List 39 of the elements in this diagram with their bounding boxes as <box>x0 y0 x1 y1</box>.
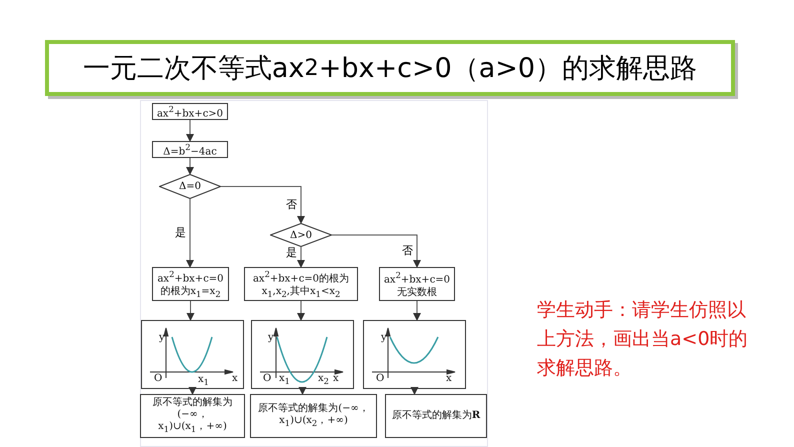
process-box: 原不等式的解集为R <box>385 394 487 438</box>
axis-label: x$_{1}$ <box>279 373 290 387</box>
edge-label: 是 <box>175 227 186 239</box>
arrow <box>298 387 306 395</box>
arrow <box>186 300 194 321</box>
axis-label: x <box>446 373 452 384</box>
arrow <box>297 246 305 268</box>
process-box: ax$^{2}$+bx+c=0的根为x$_{1}$,x$_{2}$,其中x$_{1}$<x$_{2}$ <box>244 267 358 301</box>
axis-label: x <box>232 373 238 384</box>
process-box: ax$^{2}$+bx+c=0无实数根 <box>379 267 455 301</box>
arrow <box>332 234 421 268</box>
arrow <box>186 158 194 175</box>
decision-diamond: Δ=0 <box>159 174 221 199</box>
axis-label: O <box>376 373 384 384</box>
decision-diamond: Δ>0 <box>270 223 332 247</box>
arrow <box>186 198 194 268</box>
process-box: 原不等式的解集为(−∞，x$_{1}$)∪(x$_{1}$，+∞) <box>140 394 245 438</box>
arrow <box>410 387 418 395</box>
arrow <box>188 387 196 395</box>
axis-label: y <box>381 332 387 343</box>
axis-label: O <box>263 373 272 384</box>
process-box: ax$^{2}$+bx+c=0的根为x$_{1}$=x$_{2}$ <box>152 267 229 301</box>
edge-label: 是 <box>286 247 297 259</box>
axis-label: x$_{2}$ <box>318 373 329 387</box>
axis-label: x$_{1}$ <box>198 374 209 388</box>
axis-label: y <box>159 332 165 343</box>
process-box: 原不等式的解集为(−∞，x$_{1}$)∪(x$_{2}$，+∞) <box>250 394 377 438</box>
axis-label: y <box>268 332 274 343</box>
note-text: 学生动手：请学生仿照以上方法，画出当a<0时的求解思路。 <box>537 298 749 381</box>
arrow <box>297 300 305 321</box>
arrow <box>186 120 194 142</box>
edge-label: 否 <box>402 245 413 257</box>
process-box: ax$^{2}$+bx+c>0 <box>152 103 228 120</box>
edge-label: 否 <box>286 198 297 211</box>
process-box: Δ=b$^{2}$−4ac <box>152 141 228 158</box>
axis-label: x <box>333 373 339 384</box>
arrow <box>220 186 305 224</box>
axis-label: O <box>154 373 162 384</box>
arrow <box>413 300 421 321</box>
